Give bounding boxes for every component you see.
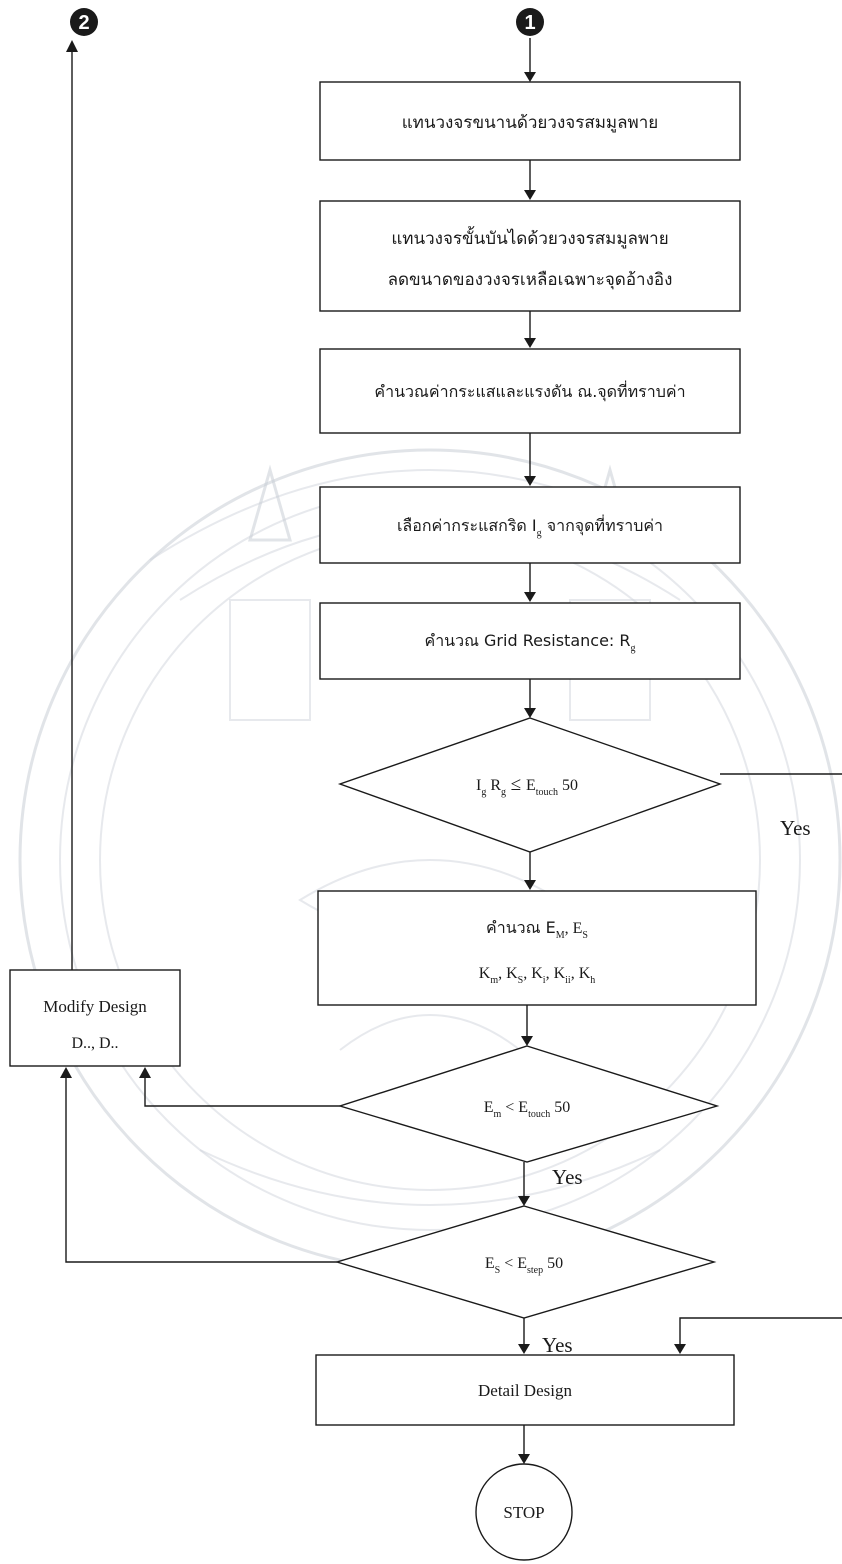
d3-cs: step bbox=[527, 1265, 543, 1276]
d1-d: 50 bbox=[558, 777, 578, 794]
d1-as: g bbox=[481, 787, 486, 798]
d2-d: 50 bbox=[550, 1099, 570, 1116]
b6-k2s: S bbox=[518, 975, 524, 986]
decision-2-text: Em < Etouch 50 bbox=[484, 1099, 571, 1120]
decision-1-text: Ig Rg ≤ Etouch 50 bbox=[476, 774, 578, 798]
process-box-2-line2: ลดขนาดของวงจรเหลือเฉพาะจุดอ้างอิง bbox=[388, 270, 673, 290]
process-box-6 bbox=[317, 890, 757, 1006]
arrowhead bbox=[674, 1344, 686, 1354]
d2-as: m bbox=[493, 1109, 501, 1120]
b6-k3: , K bbox=[523, 965, 543, 982]
arrowhead bbox=[524, 880, 536, 890]
process-box-1 bbox=[319, 81, 741, 161]
detail-design-text: Detail Design bbox=[478, 1381, 572, 1400]
b6-k1s: m bbox=[490, 975, 498, 986]
b5-sub: g bbox=[631, 643, 636, 654]
b6-k5: , K bbox=[571, 965, 591, 982]
connector-label-2: 2 bbox=[78, 12, 89, 34]
d1-a: I bbox=[476, 777, 481, 794]
b6-mid: , E bbox=[565, 920, 583, 937]
d2-a: E bbox=[484, 1099, 494, 1116]
process-box-2 bbox=[319, 200, 741, 312]
edge-d3-no-to-modify bbox=[65, 1072, 337, 1263]
b5-prefix: คำนวณ Grid Resistance: R bbox=[424, 631, 630, 650]
arrowhead bbox=[524, 592, 536, 602]
decision-3-yes-label: Yes bbox=[542, 1333, 573, 1357]
b6-sub2: S bbox=[582, 930, 588, 941]
decision-diamond-2 bbox=[337, 1045, 720, 1163]
edge-d1-yes-to-detail bbox=[679, 1317, 842, 1350]
connector-circle-1 bbox=[516, 8, 544, 36]
b4-sub: g bbox=[537, 528, 542, 539]
process-box-6-line2: Km, KS, Ki, Kii, Kh bbox=[479, 965, 596, 986]
watermark-seal bbox=[18, 448, 842, 1272]
left-connector: 2 bbox=[70, 8, 98, 36]
b6-k3s: i bbox=[543, 975, 546, 986]
d3-op: < bbox=[500, 1255, 517, 1272]
modify-design-line1: Modify Design bbox=[43, 997, 147, 1016]
b6-k5s: h bbox=[590, 975, 595, 986]
d1-b: R bbox=[486, 777, 501, 794]
d3-a: E bbox=[485, 1255, 495, 1272]
detail-design-box bbox=[315, 1354, 735, 1426]
process-box-1-text: แทนวงจรขนานด้วยวงจรสมมูลพาย bbox=[402, 113, 659, 133]
b6-sub1: M bbox=[556, 930, 565, 941]
b6-k4: , K bbox=[546, 965, 566, 982]
arrowhead bbox=[524, 72, 536, 82]
arrowhead bbox=[518, 1196, 530, 1206]
d1-c: E bbox=[526, 777, 536, 794]
modify-design-box bbox=[9, 969, 181, 1067]
b6-k1: K bbox=[479, 965, 491, 982]
modify-design-line2: D.., D.. bbox=[71, 1035, 118, 1052]
edge-d2-no-to-modify bbox=[144, 1072, 340, 1107]
d1-op: ≤ bbox=[506, 774, 526, 795]
process-box-3-text: คำนวณค่ากระแสและแรงดัน ณ.จุดที่ทราบค่า bbox=[374, 380, 685, 402]
arrowhead bbox=[66, 40, 78, 52]
d3-as: S bbox=[495, 1265, 501, 1276]
process-box-4-text: เลือกค่ากระแสกริด Ig จากจุดที่ทราบค่า bbox=[397, 514, 663, 539]
d2-c: E bbox=[518, 1099, 528, 1116]
stop-text: STOP bbox=[503, 1503, 544, 1522]
d2-cs: touch bbox=[528, 1109, 550, 1120]
d2-op: < bbox=[501, 1099, 518, 1116]
b6-k4s: ii bbox=[565, 975, 571, 986]
arrowhead bbox=[60, 1067, 72, 1078]
b4-suffix: จากจุดที่ทราบค่า bbox=[542, 514, 663, 536]
d3-c: E bbox=[517, 1255, 527, 1272]
decision-3-text: ES < Estep 50 bbox=[485, 1255, 563, 1276]
b4-prefix: เลือกค่ากระแสกริด I bbox=[397, 516, 537, 535]
stop-terminal bbox=[475, 1463, 573, 1561]
process-box-5-text: คำนวณ Grid Resistance: Rg bbox=[424, 631, 635, 654]
process-box-6-line1: คำนวณ EM, ES bbox=[486, 918, 588, 941]
arrowhead bbox=[524, 476, 536, 486]
arrowhead bbox=[518, 1454, 530, 1464]
decision-1-yes-label: Yes bbox=[780, 816, 811, 840]
arrowhead bbox=[521, 1036, 533, 1046]
d3-d: 50 bbox=[543, 1255, 563, 1272]
process-box-4 bbox=[319, 486, 741, 564]
arrowhead bbox=[524, 338, 536, 348]
b6-prefix: คำนวณ E bbox=[486, 918, 556, 937]
connector-circle-2 bbox=[70, 8, 98, 36]
arrowhead bbox=[139, 1067, 151, 1078]
start-connector: 1 bbox=[516, 8, 544, 36]
decision-2-yes-label: Yes bbox=[552, 1165, 583, 1189]
d1-cs: touch bbox=[536, 787, 558, 798]
arrowhead bbox=[524, 708, 536, 718]
process-box-2-line1: แทนวงจรขั้นบันไดด้วยวงจรสมมูลพาย bbox=[391, 226, 668, 249]
process-box-3 bbox=[319, 348, 741, 434]
d1-bs: g bbox=[501, 787, 506, 798]
arrowhead bbox=[524, 190, 536, 200]
connector-label-1: 1 bbox=[524, 12, 535, 34]
arrowhead bbox=[518, 1344, 530, 1354]
b6-k2: , K bbox=[498, 965, 518, 982]
